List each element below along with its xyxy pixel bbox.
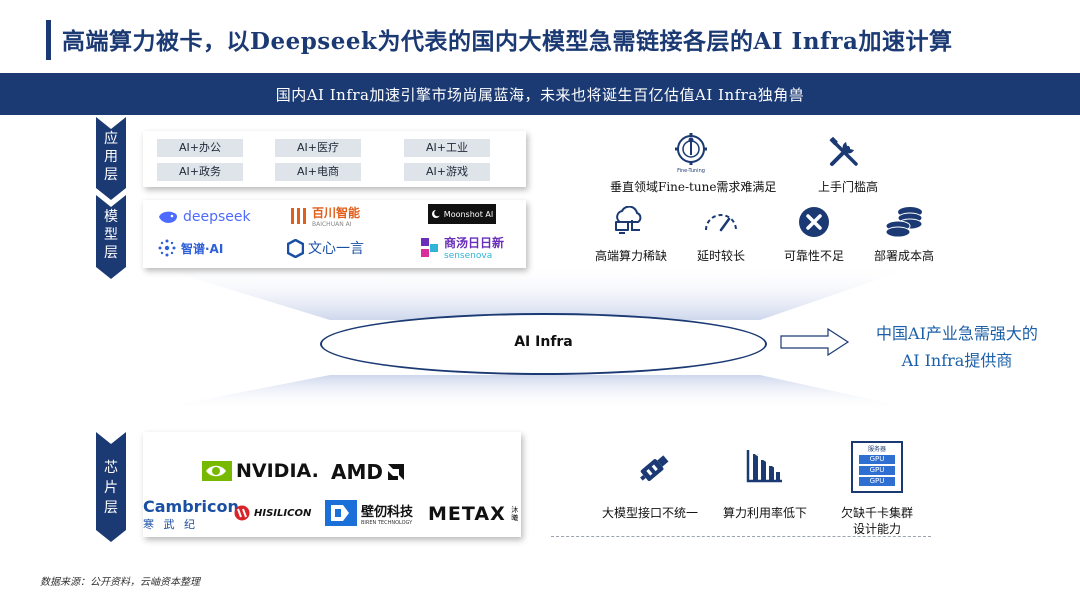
layer-tag-char: 模 <box>104 209 118 225</box>
cambricon-logo-text: Cambricon <box>143 497 239 516</box>
whale-icon <box>159 211 177 223</box>
wenxin-hex-icon <box>287 238 304 258</box>
zhipu-logo-text: 智谱·AI <box>181 241 224 256</box>
banner-text: 国内AI Infra加速引擎市场尚属蓝海，未来也将诞生百亿估值AI Infra独… <box>275 86 805 104</box>
source-note: 数据来源：公开资料，云岫资本整理 <box>40 577 200 588</box>
coins-icon <box>885 207 923 238</box>
moon-icon <box>431 209 441 218</box>
metax-logo-sub: 沐曦 <box>510 506 519 522</box>
app-item: AI+电商 <box>275 163 361 181</box>
moonshot-logo: Moonshot AI <box>428 204 496 224</box>
zhipu-logo: 智谱·AI <box>157 238 223 258</box>
cloud-compute-icon <box>615 206 642 234</box>
pain-finetune: 垂直领域Fine-tune需求难满足 <box>610 180 777 194</box>
layer-tag-char: 应 <box>104 131 118 147</box>
nvidia-logo: NVIDIA. <box>202 460 319 482</box>
nvidia-logo-text: NVIDIA. <box>236 460 319 482</box>
cambricon-logo: Cambricon 寒 武 纪 <box>143 497 239 532</box>
moonshot-logo-text: Moonshot AI <box>443 209 494 219</box>
baichuan-mark-icon <box>291 208 306 224</box>
layer-tag-model: 模 型 层 <box>96 195 126 279</box>
amd-logo: AMD <box>331 460 405 484</box>
dashed-divider <box>551 536 931 537</box>
sensenova-logo-sub: sensenova <box>444 251 493 261</box>
biren-mark-icon <box>325 500 357 526</box>
pain-latency: 延时较长 <box>696 249 745 263</box>
bar-chart-down-icon <box>746 450 782 483</box>
deepseek-logo-text: deepseek <box>183 209 251 225</box>
pain-threshold: 上手门槛高 <box>817 180 878 194</box>
sensenova-blocks-icon <box>421 237 438 257</box>
app-item: AI+政务 <box>157 163 243 181</box>
gpu-block: GPU <box>859 455 895 464</box>
sensenova-logo-text: 商汤日日新 <box>444 236 505 250</box>
banner <box>0 73 1080 115</box>
funnel-glow <box>150 265 920 410</box>
need-text-line1: 中国AI产业急需强大的 <box>876 324 1038 343</box>
wenxin-logo-text: 文心一言 <box>308 241 364 257</box>
app-item: AI+游戏 <box>404 163 490 181</box>
layer-tag-char: 用 <box>104 149 118 165</box>
gpu-block: GPU <box>859 477 895 486</box>
layer-tag-char: 型 <box>104 227 118 243</box>
baichuan-logo-sub: BAICHUAN AI <box>312 221 352 228</box>
arrow-right-icon <box>780 328 850 356</box>
pain-utilization: 算力利用率低下 <box>722 506 807 520</box>
app-item: AI+工业 <box>404 139 490 157</box>
layer-tag-chip: 芯 片 层 <box>96 432 126 542</box>
hisilicon-mark-icon <box>234 505 250 521</box>
deepseek-logo: deepseek <box>157 209 251 225</box>
cambricon-logo-sub: 寒 武 纪 <box>143 518 198 531</box>
biren-logo-sub: BIREN TECHNOLOGY <box>361 519 413 526</box>
sensenova-logo: 商汤日日新 sensenova <box>420 234 504 261</box>
layer-tag-char: 层 <box>104 245 118 261</box>
wenxin-logo: 文心一言 <box>287 238 364 258</box>
server-label: 服务器 <box>867 446 886 453</box>
ai-infra-ellipse <box>320 313 767 375</box>
layer-tag-char: 层 <box>104 500 118 516</box>
ai-infra-label: AI Infra <box>514 334 573 350</box>
app-item: AI+办公 <box>157 139 243 157</box>
amd-logo-text: AMD <box>331 460 383 484</box>
metax-logo: METAX 沐曦 <box>428 503 520 525</box>
pain-reliability: 可靠性不足 <box>783 249 844 263</box>
close-circle-icon <box>799 207 829 237</box>
need-text-line2: AI Infra提供商 <box>901 351 1013 370</box>
gpu-block: GPU <box>859 466 895 475</box>
pain-interface: 大模型接口不统一 <box>601 506 698 520</box>
page-title: 高端算力被卡，以Deepseek为代表的国内大模型急需链接各层的AI Infra… <box>62 28 953 55</box>
biren-logo: 壁仞科技 BIREN TECHNOLOGY <box>325 500 413 526</box>
gear-wrench-icon <box>675 133 707 165</box>
layer-tag-char: 芯 <box>104 460 118 476</box>
tools-icon <box>829 136 858 166</box>
biren-logo-text: 壁仞科技 <box>361 504 414 520</box>
pain-cluster-line2: 设计能力 <box>852 522 901 536</box>
app-item: AI+医疗 <box>275 139 361 157</box>
pain-cost: 部署成本高 <box>873 249 934 263</box>
amd-arrow-icon <box>387 464 404 480</box>
pain-compute: 高端算力稀缺 <box>594 249 667 263</box>
zhipu-dots-icon <box>158 239 176 257</box>
layer-tag-char: 片 <box>104 480 118 496</box>
baichuan-logo-text: 百川智能 <box>312 206 361 220</box>
nvidia-eye-icon <box>202 461 232 481</box>
server-icon: 服务器 GPU GPU GPU <box>851 441 903 493</box>
gauge-icon <box>705 214 737 232</box>
pain-cluster-line1: 欠缺千卡集群 <box>840 506 913 520</box>
layer-tag-app: 应 用 层 <box>96 117 126 200</box>
metax-logo-text: METAX <box>428 503 506 525</box>
finetune-icon-caption: Fine-Tuning <box>677 168 705 174</box>
baichuan-logo: 百川智能 BAICHUAN AI <box>290 204 360 228</box>
hisilicon-logo-text: HISILICON <box>254 507 312 519</box>
layer-tag-char: 层 <box>104 167 118 183</box>
usb-plug-icon <box>640 455 669 482</box>
title-accent-bar <box>46 20 51 60</box>
hisilicon-logo: HISILICON <box>234 505 311 521</box>
